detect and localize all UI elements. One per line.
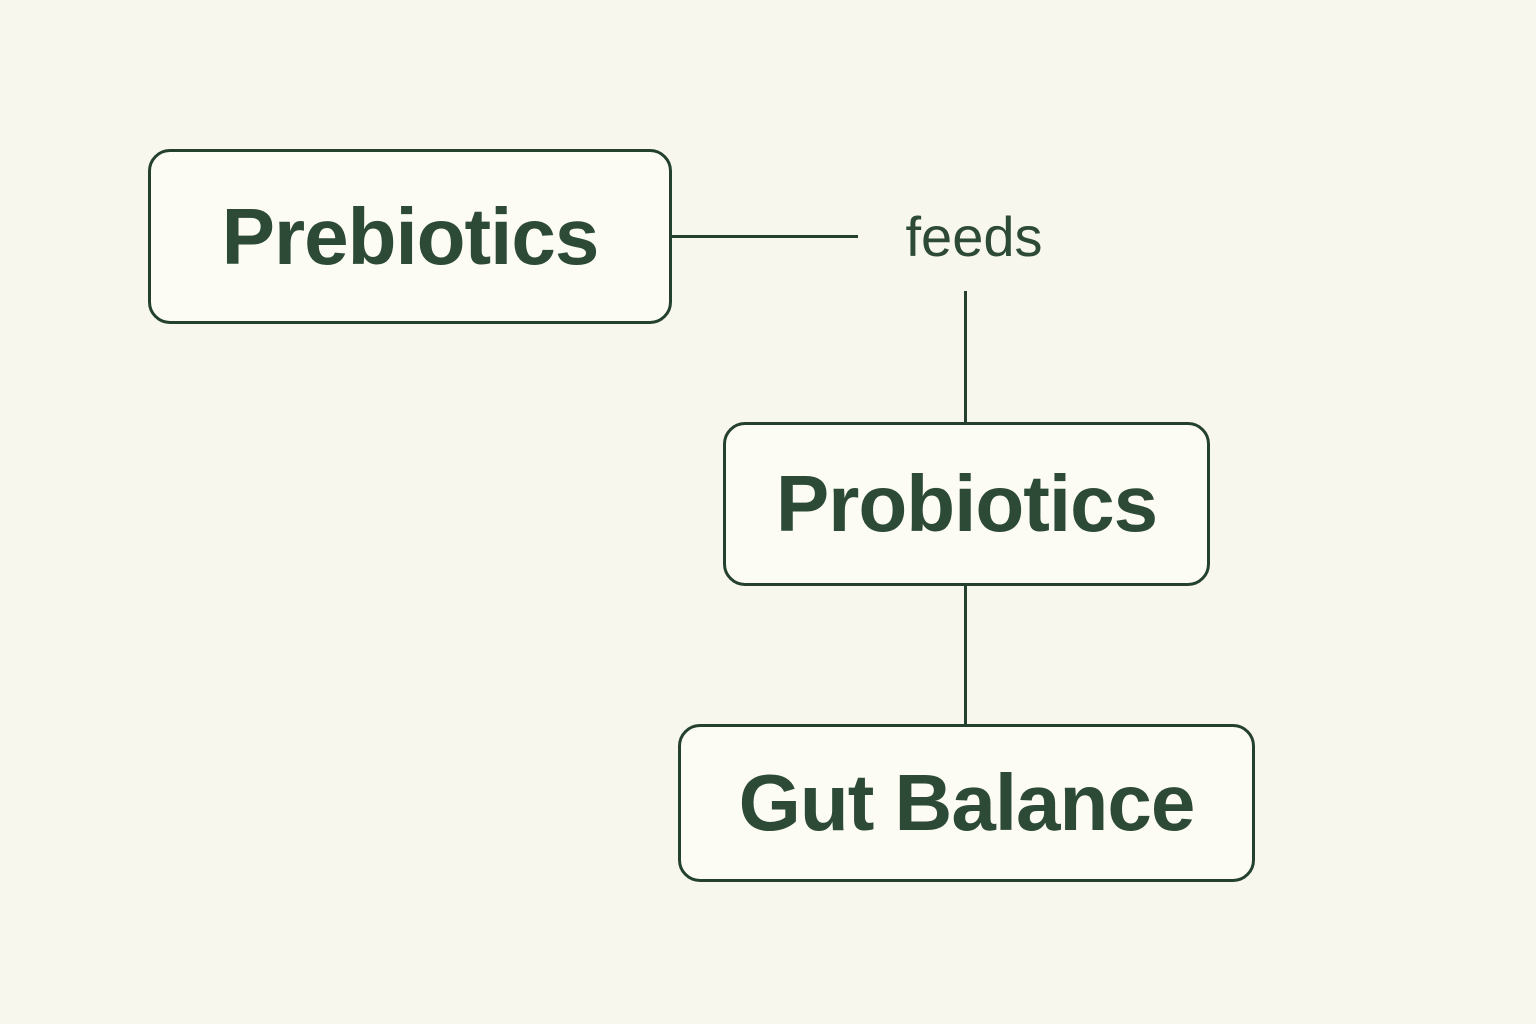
edge-label-feeds: feeds xyxy=(905,205,1043,268)
connector-prebiotics-to-feeds xyxy=(671,235,858,238)
node-prebiotics: Prebiotics xyxy=(148,149,672,324)
node-probiotics: Probiotics xyxy=(723,422,1210,586)
node-prebiotics-label: Prebiotics xyxy=(221,191,600,281)
connector-feeds-to-probiotics xyxy=(964,291,967,423)
node-gut-balance-label: Gut Balance xyxy=(738,758,1196,847)
node-probiotics-label: Probiotics xyxy=(775,459,1158,548)
connector-probiotics-to-gut-balance xyxy=(964,585,967,725)
node-gut-balance: Gut Balance xyxy=(678,724,1255,882)
